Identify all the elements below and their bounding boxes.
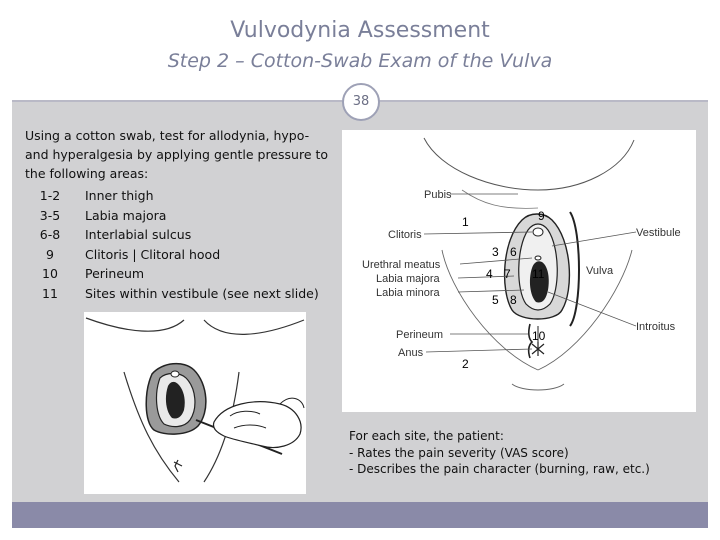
area-number: 3-5 [39, 207, 61, 223]
site-number-1: 1 [462, 215, 469, 229]
label-vulva: Vulva [586, 265, 614, 277]
footer-bar [12, 502, 708, 528]
label-urethral-meatus: Urethral meatus [362, 259, 441, 271]
slide-subtitle: Step 2 – Cotton-Swab Exam of the Vulva [167, 50, 553, 72]
list-item: 9 Clitoris | Clitoral hood [25, 247, 345, 267]
slide-title: Vulvodynia Assessment [230, 18, 490, 43]
label-labia-minora: Labia minora [376, 287, 440, 299]
area-number: 11 [42, 285, 58, 301]
slide-header: Vulvodynia Assessment Step 2 – Cotton-Sw… [12, 12, 708, 102]
page-number-badge: 38 [342, 83, 380, 121]
swab-exam-drawing [85, 317, 305, 483]
site-number-8: 8 [510, 293, 517, 307]
swab-exam-illustration [84, 312, 306, 494]
site-number-7: 7 [504, 267, 511, 281]
site-number-3: 3 [492, 245, 499, 259]
caption-item: - Describes the pain character (burning,… [349, 462, 650, 476]
area-label: Sites within vestibule (see next slide) [85, 285, 319, 301]
site-number-2: 2 [462, 357, 469, 371]
site-number-10: 10 [532, 329, 546, 343]
label-introitus: Introitus [636, 321, 676, 333]
area-label: Inner thigh [85, 188, 154, 203]
label-anus: Anus [398, 347, 424, 359]
site-number-4: 4 [486, 267, 493, 281]
list-item: 10 Perineum [25, 266, 345, 286]
label-perineum: Perineum [396, 329, 443, 341]
list-item: 3-5 Labia majora [25, 208, 345, 228]
area-label: Perineum [85, 266, 145, 281]
label-vestibule: Vestibule [636, 227, 681, 239]
area-label: Clitoris | Clitoral hood [85, 246, 221, 262]
list-item: 6-8 Interlabial sulcus [25, 227, 345, 247]
caption-intro: For each site, the patient: [349, 429, 504, 443]
label-pubis: Pubis [424, 189, 452, 201]
site-number-6: 6 [510, 245, 517, 259]
intro-text: Using a cotton swab, test for allodynia,… [25, 128, 329, 181]
area-number: 10 [42, 266, 58, 281]
area-number: 9 [46, 246, 54, 262]
area-label: Labia majora [85, 207, 167, 223]
list-item: 11 Sites within vestibule (see next slid… [25, 286, 345, 306]
caption-item: - Rates the pain severity (VAS score) [349, 445, 569, 460]
vulva-anatomy-diagram: Pubis Clitoris Urethral meatus Labia maj… [342, 130, 696, 412]
areas-list: 1-2 Inner thigh 3-5 Labia majora 6-8 Int… [25, 188, 345, 305]
site-number-11: 11 [532, 267, 545, 281]
label-clitoris: Clitoris [388, 229, 422, 241]
label-labia-majora: Labia majora [376, 273, 440, 285]
list-item: 1-2 Inner thigh [25, 188, 345, 208]
area-number: 1-2 [39, 188, 61, 203]
area-label: Interlabial sulcus [85, 227, 192, 242]
site-number-9: 9 [538, 209, 545, 223]
anatomy-drawing: Pubis Clitoris Urethral meatus Labia maj… [362, 137, 681, 391]
area-number: 6-8 [39, 227, 61, 242]
patient-instructions: For each site, the patient: - Rates the … [349, 428, 699, 478]
site-number-5: 5 [492, 293, 499, 307]
